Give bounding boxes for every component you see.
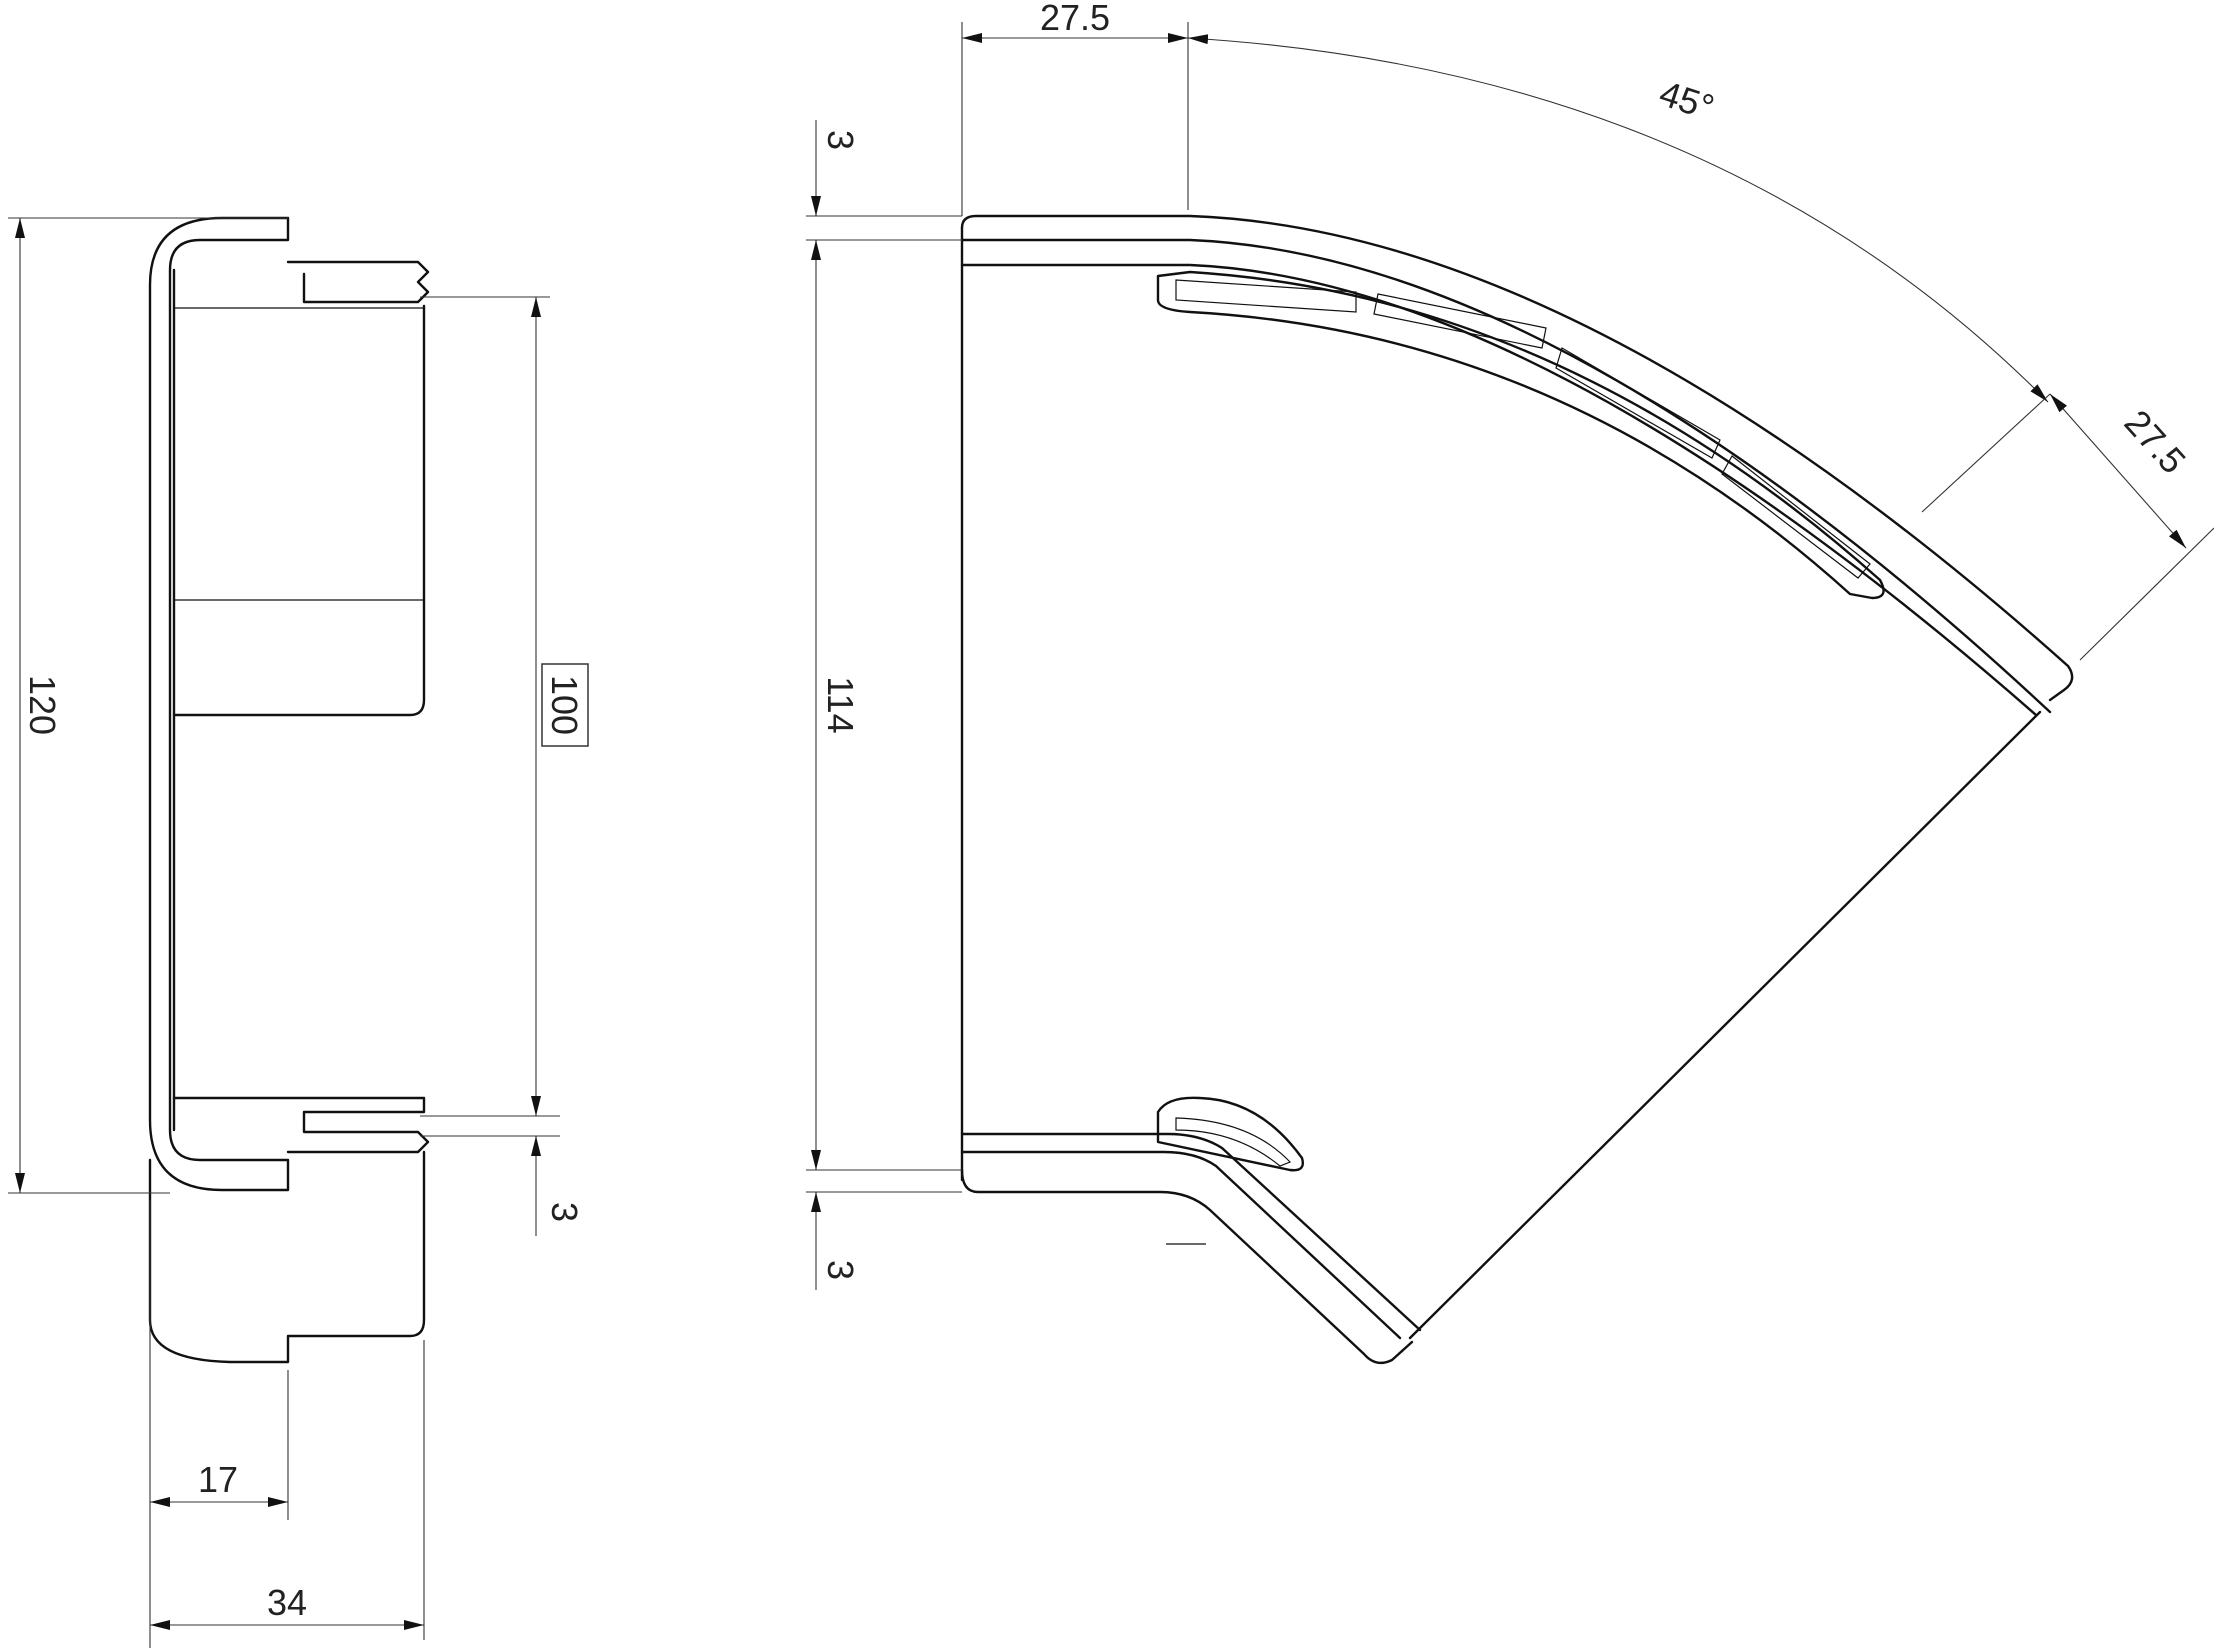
elbow-dimensions (806, 22, 2214, 1290)
dim-angle-label: 45° (1655, 72, 1719, 128)
elbow-open-edge (1408, 710, 2042, 1340)
dim-27-5-right-label: 27.5 (2117, 402, 2194, 482)
side-dimensions (8, 217, 560, 1648)
side-lower-stub (148, 1150, 426, 1364)
dim-100-label: 100 (544, 675, 585, 735)
dim-27-5-top-label: 27.5 (1040, 0, 1110, 38)
elbow-bottom-rib (1156, 1096, 1304, 1172)
dim-114-label: 114 (820, 676, 861, 733)
dim-3-side-label: 3 (544, 1202, 585, 1222)
side-outer-profile (148, 216, 290, 1192)
elbow-bottom-wall (960, 1132, 1422, 1332)
side-view (148, 216, 430, 1364)
elbow-view (960, 214, 2074, 1365)
side-top-flange (286, 260, 430, 304)
dim-3-bottom-label: 3 (820, 1260, 861, 1280)
dim-100-box (541, 663, 589, 747)
elbow-outer-wall (960, 214, 2074, 702)
dim-34-label: 34 (267, 1582, 307, 1623)
dim-120-label: 120 (22, 675, 63, 735)
dim-3-top-label: 3 (820, 130, 861, 150)
dim-17-label: 17 (198, 1459, 238, 1500)
side-bottom-flange (172, 1096, 430, 1154)
